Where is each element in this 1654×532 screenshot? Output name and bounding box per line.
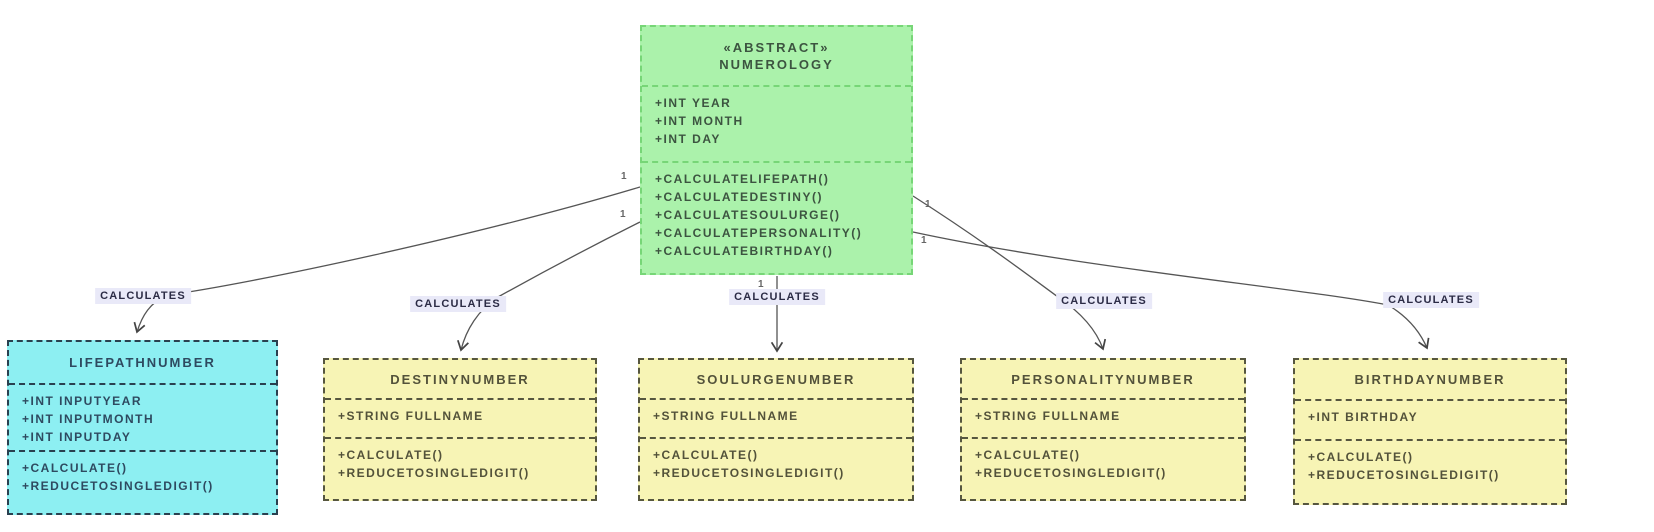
class-birthdaynumber: BIRTHDAYNUMBER +INT BIRTHDAY +CALCULATE(… [1293, 358, 1567, 505]
class-personalitynumber: PERSONALITYNUMBER +STRING FULLNAME +CALC… [960, 358, 1246, 501]
attribute: +STRING FULLNAME [338, 409, 484, 423]
method: +REDUCETOSINGLEDIGIT() [22, 479, 214, 493]
class-name: NUMEROLOGY [719, 57, 834, 72]
edge-label-calculates-destiny: CALCULATES [410, 296, 506, 312]
edge-calculates-birthday [912, 231, 1430, 350]
multiplicity-birthday: 1 [921, 235, 927, 246]
attribute: +INT DAY [655, 132, 721, 146]
method: +CALCULATEBIRTHDAY() [655, 244, 834, 258]
method: +REDUCETOSINGLEDIGIT() [338, 466, 530, 480]
edge-label-calculates-lifepath: CALCULATES [95, 288, 191, 304]
method: +CALCULATE() [653, 448, 759, 462]
class-lifepathnumber: LIFEPATHNUMBER +INT INPUTYEAR +INT INPUT… [7, 340, 278, 515]
attribute: +INT INPUTYEAR [22, 394, 143, 408]
attribute: +INT BIRTHDAY [1308, 410, 1419, 424]
attribute: +INT MONTH [655, 114, 744, 128]
class-name: LIFEPATHNUMBER [69, 355, 216, 370]
class-numerology-title: «ABSTRACT» NUMEROLOGY [642, 27, 911, 85]
edge-label-calculates-birthday: CALCULATES [1383, 292, 1479, 308]
method: +CALCULATE() [338, 448, 444, 462]
class-numerology-attributes: +INT YEAR +INT MONTH +INT DAY [642, 85, 911, 161]
class-name: PERSONALITYNUMBER [1011, 371, 1195, 387]
attribute: +STRING FULLNAME [653, 409, 799, 423]
class-destinynumber: DESTINYNUMBER +STRING FULLNAME +CALCULAT… [323, 358, 597, 501]
class-soulurgenumber: SOULURGENUMBER +STRING FULLNAME +CALCULA… [638, 358, 914, 501]
class-name: SOULURGENUMBER [696, 371, 856, 387]
edge-calculates-personality [912, 195, 1107, 351]
edge-label-calculates-soulurge: CALCULATES [729, 289, 825, 305]
class-lifepathnumber-title: LIFEPATHNUMBER [9, 342, 276, 383]
class-destinynumber-title: DESTINYNUMBER [325, 360, 595, 398]
class-numerology-methods: +CALCULATELIFEPATH() +CALCULATEDESTINY()… [642, 161, 911, 269]
multiplicity-destiny: 1 [620, 209, 626, 220]
edge-calculates-destiny [457, 221, 641, 352]
multiplicity-soulurge: 1 [758, 279, 764, 290]
class-name: DESTINYNUMBER [390, 371, 530, 387]
class-destinynumber-methods: +CALCULATE() +REDUCETOSINGLEDIGIT() [325, 437, 595, 495]
method: +REDUCETOSINGLEDIGIT() [653, 466, 845, 480]
multiplicity-lifepath: 1 [621, 171, 627, 182]
class-numerology: «ABSTRACT» NUMEROLOGY +INT YEAR +INT MON… [640, 25, 913, 275]
class-personalitynumber-title: PERSONALITYNUMBER [962, 360, 1244, 398]
attribute: +INT YEAR [655, 96, 732, 110]
class-name: BIRTHDAYNUMBER [1354, 372, 1506, 387]
method: +CALCULATEPERSONALITY() [655, 226, 863, 240]
class-lifepathnumber-attributes: +INT INPUTYEAR +INT INPUTMONTH +INT INPU… [9, 383, 276, 450]
multiplicity-personality: 1 [925, 199, 931, 210]
class-soulurgenumber-methods: +CALCULATE() +REDUCETOSINGLEDIGIT() [640, 437, 912, 495]
attribute: +STRING FULLNAME [975, 409, 1121, 423]
method: +CALCULATESOULURGE() [655, 208, 841, 222]
class-birthdaynumber-title: BIRTHDAYNUMBER [1295, 360, 1565, 399]
method: +REDUCETOSINGLEDIGIT() [975, 466, 1167, 480]
class-stereotype: «ABSTRACT» [723, 40, 830, 55]
class-lifepathnumber-methods: +CALCULATE() +REDUCETOSINGLEDIGIT() [9, 450, 276, 509]
edge-label-calculates-personality: CALCULATES [1056, 293, 1152, 309]
class-destinynumber-attributes: +STRING FULLNAME [325, 398, 595, 437]
class-soulurgenumber-attributes: +STRING FULLNAME [640, 398, 912, 437]
attribute: +INT INPUTMONTH [22, 412, 155, 426]
attribute: +INT INPUTDAY [22, 430, 132, 444]
method: +CALCULATE() [1308, 450, 1414, 464]
class-personalitynumber-attributes: +STRING FULLNAME [962, 398, 1244, 437]
method: +CALCULATE() [22, 461, 128, 475]
class-soulurgenumber-title: SOULURGENUMBER [640, 360, 912, 398]
method: +REDUCETOSINGLEDIGIT() [1308, 468, 1500, 482]
class-birthdaynumber-methods: +CALCULATE() +REDUCETOSINGLEDIGIT() [1295, 439, 1565, 499]
class-personalitynumber-methods: +CALCULATE() +REDUCETOSINGLEDIGIT() [962, 437, 1244, 495]
method: +CALCULATELIFEPATH() [655, 172, 830, 186]
method: +CALCULATEDESTINY() [655, 190, 823, 204]
edge-calculates-lifepath [133, 186, 641, 334]
class-birthdaynumber-attributes: +INT BIRTHDAY [1295, 399, 1565, 439]
method: +CALCULATE() [975, 448, 1081, 462]
